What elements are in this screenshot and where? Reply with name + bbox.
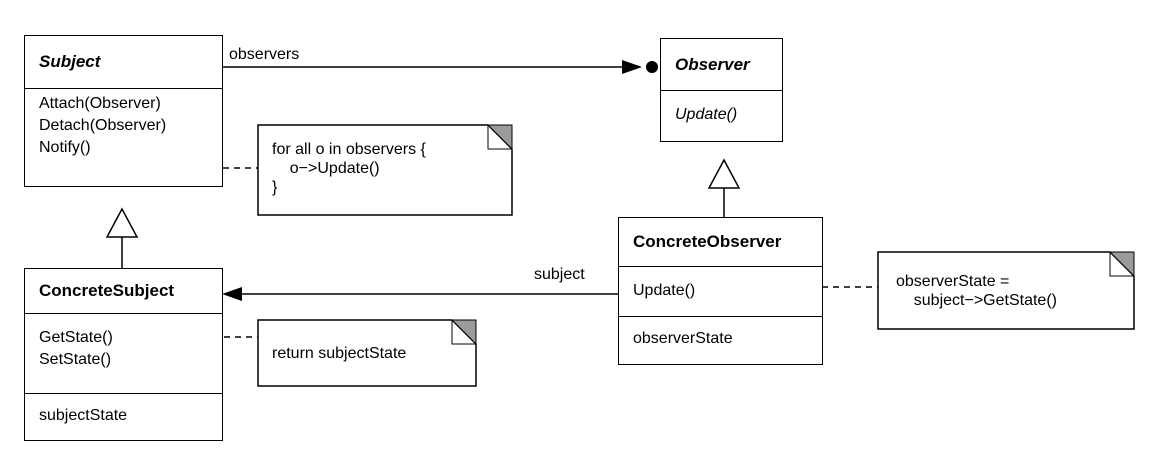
observers-role-label: observers <box>229 46 300 63</box>
association-arrowhead <box>622 60 642 74</box>
operations-compartment: Update() <box>661 90 782 126</box>
subject-association <box>222 287 618 301</box>
operation-setstate: SetState() <box>39 351 112 368</box>
class-name: ConcreteObserver <box>633 232 782 251</box>
class-name: ConcreteSubject <box>39 281 175 300</box>
concrete-observer-class: ConcreteObserver Update() observerState <box>618 217 823 365</box>
subject-inheritance <box>105 207 139 268</box>
update-note-shape <box>877 251 1135 330</box>
operations-compartment: Update() <box>619 266 822 316</box>
observers-association <box>223 60 658 74</box>
observer-class: Observer Update() <box>660 38 783 142</box>
class-name: Observer <box>675 54 750 74</box>
concrete-subject-class: ConcreteSubject GetState() SetState() su… <box>24 268 223 441</box>
update-note: observerState = subject−>GetState() <box>896 273 1057 309</box>
operations-compartment: Attach(Observer) Detach(Observer) Notify… <box>25 88 222 159</box>
operation-update: Update() <box>675 106 738 123</box>
operation-notify: Notify() <box>39 139 91 156</box>
operation-update: Update() <box>633 282 696 299</box>
operations-compartment: GetState() SetState() <box>25 313 222 393</box>
getstate-note: return subjectState <box>272 345 407 362</box>
class-name: Subject <box>39 52 101 71</box>
attribute-observerstate: observerState <box>633 330 733 347</box>
attributes-compartment: observerState <box>619 316 822 350</box>
attributes-compartment: subjectState <box>25 393 222 427</box>
getstate-note-shape <box>257 319 477 387</box>
operation-attach: Attach(Observer) <box>39 95 161 112</box>
association-arrowhead <box>222 287 242 301</box>
multiplicity-dot <box>646 61 658 73</box>
inheritance-triangle <box>105 207 139 238</box>
operation-getstate: GetState() <box>39 329 113 346</box>
attribute-subjectstate: subjectState <box>39 407 128 424</box>
notify-note-shape <box>257 124 513 216</box>
notify-note: for all o in observers { o−>Update() } <box>272 141 426 196</box>
observer-inheritance <box>707 158 741 217</box>
operation-detach: Detach(Observer) <box>39 117 167 134</box>
subject-role-label: subject <box>534 266 585 283</box>
inheritance-triangle <box>707 158 741 189</box>
subject-class: Subject Attach(Observer) Detach(Observer… <box>24 35 223 187</box>
